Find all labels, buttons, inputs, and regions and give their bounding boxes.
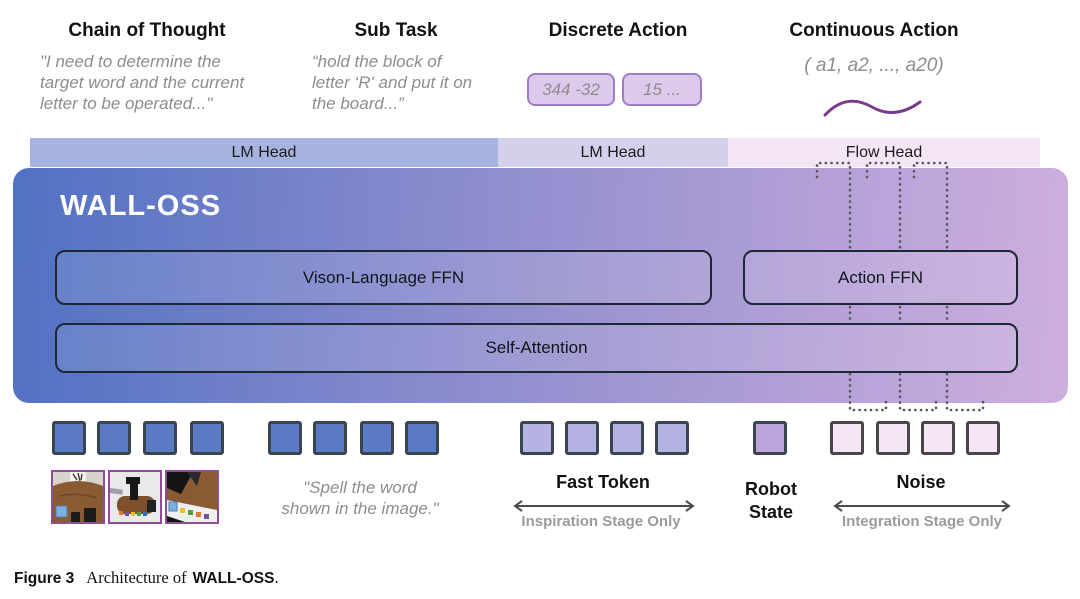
vision-language-ffn-block: Vison-Language FFN bbox=[55, 250, 712, 305]
wall-oss-model-block: WALL-OSS Vison-Language FFN Action FFN S… bbox=[13, 168, 1068, 403]
noise-token-square bbox=[921, 421, 955, 455]
continuous-action-vector: ( a1, a2, ..., a20) bbox=[804, 55, 944, 76]
fast-token-square bbox=[610, 421, 644, 455]
column-title-continuous-action: Continuous Action bbox=[789, 20, 959, 41]
text-token-square bbox=[360, 421, 394, 455]
text-token-square bbox=[405, 421, 439, 455]
vision-token-square bbox=[143, 421, 177, 455]
fast-token-square bbox=[520, 421, 554, 455]
caption-model-name: WALL-OSS bbox=[192, 570, 275, 587]
vision-token-square bbox=[52, 421, 86, 455]
text-token-square bbox=[268, 421, 302, 455]
noise-span-arrow-icon bbox=[833, 500, 1011, 512]
flow-head-bar: Flow Head bbox=[728, 138, 1040, 167]
lm-head-bar-vision: LM Head bbox=[30, 138, 498, 167]
noise-label: Noise bbox=[896, 472, 946, 492]
column-title-discrete-action: Discrete Action bbox=[548, 20, 688, 41]
fast-token-span-arrow-icon bbox=[513, 500, 695, 512]
caption-body: Architecture of bbox=[86, 568, 187, 587]
noise-token-square bbox=[830, 421, 864, 455]
image-instruction-quote: "Spell the word shown in the image." bbox=[281, 478, 439, 519]
figure-caption: Figure 3 Architecture of WALL-OSS . bbox=[14, 568, 279, 588]
lm-head-bar-fast: LM Head bbox=[498, 138, 728, 167]
robot-state-label: Robot State bbox=[745, 479, 797, 522]
robot-scene-photo-1 bbox=[51, 470, 105, 524]
robot-scene-photo-2 bbox=[108, 470, 162, 524]
self-attention-block: Self-Attention bbox=[55, 323, 1018, 373]
caption-tag: Figure 3 bbox=[14, 570, 75, 587]
column-title-sub-task: Sub Task bbox=[354, 20, 438, 41]
fast-token-square bbox=[655, 421, 689, 455]
noise-token-square bbox=[876, 421, 910, 455]
inspiration-stage-label: Inspiration Stage Only bbox=[521, 513, 681, 530]
vision-token-square bbox=[190, 421, 224, 455]
fast-token-label: Fast Token bbox=[556, 472, 650, 492]
integration-stage-label: Integration Stage Only bbox=[841, 513, 1003, 530]
noise-token-square bbox=[966, 421, 1000, 455]
sub-task-example-quote: “hold the block of letter ‘R' and put it… bbox=[312, 52, 473, 114]
text-token-square bbox=[313, 421, 347, 455]
model-name: WALL-OSS bbox=[60, 190, 222, 222]
robot-state-token-square bbox=[753, 421, 787, 455]
robot-scene-photo-3 bbox=[165, 470, 219, 524]
vision-token-square bbox=[97, 421, 131, 455]
column-title-chain-of-thought: Chain of Thought bbox=[68, 20, 226, 41]
caption-period: . bbox=[274, 568, 279, 587]
fast-token-square bbox=[565, 421, 599, 455]
chain-of-thought-example-quote: "I need to determine the target word and… bbox=[40, 52, 245, 114]
action-ffn-block: Action FFN bbox=[743, 250, 1018, 305]
action-wave-icon bbox=[823, 99, 922, 117]
discrete-token-chip-1: 344 -32 bbox=[527, 73, 615, 106]
discrete-token-chip-2: 15 ... bbox=[622, 73, 702, 106]
